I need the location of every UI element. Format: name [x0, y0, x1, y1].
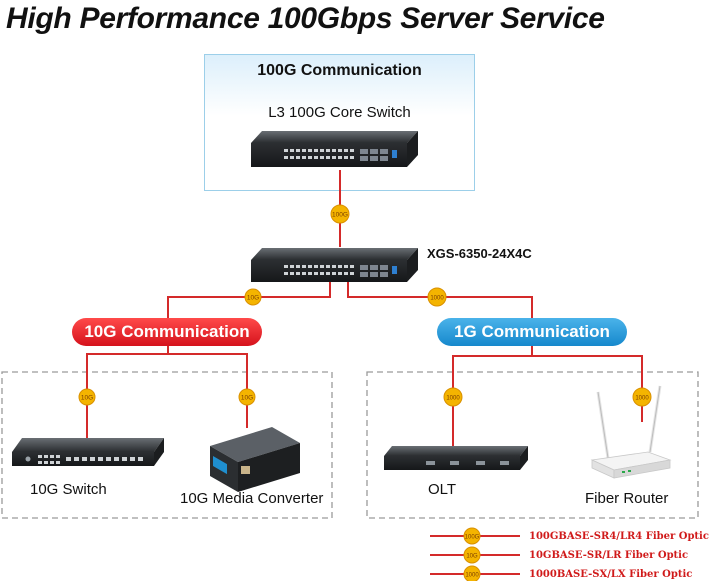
media-converter-device	[210, 427, 300, 492]
fiber-links	[86, 170, 643, 448]
diagram-title: High Performance 100Gbps Server Service	[6, 2, 605, 35]
badge-to-10g-switch: 10G	[78, 388, 96, 406]
ten-g-switch-label: 10G Switch	[30, 481, 107, 498]
core-section-title: 100G Communication	[257, 62, 422, 79]
legend-text-1000: 1000BASE-SX/LX Fiber Optic	[529, 569, 693, 580]
link-badges: 100G 10G 1000 10G 10G 1000 1000	[78, 204, 652, 407]
legend-symbol-1: 10G	[430, 546, 520, 564]
xgs-model-label: XGS-6350-24X4C	[427, 246, 532, 261]
legend-badge-0: 100G	[465, 535, 480, 541]
core-section-box	[204, 54, 475, 191]
legend-badge-2: 1000	[465, 573, 479, 579]
olt-label: OLT	[428, 481, 457, 498]
olt-device	[384, 446, 528, 470]
badge-to-fiber-router: 1000	[632, 387, 652, 407]
link-1g-fanout	[452, 355, 643, 448]
badge-to-10g-group-text: 10G	[247, 295, 259, 302]
fiber-router-label: Fiber Router	[585, 490, 669, 507]
legend-symbol-0: 100G	[430, 527, 520, 545]
badge-to-fiber-router-text: 1000	[635, 396, 649, 402]
core-switch-device	[251, 131, 418, 167]
badge-to-1g-group-text: 1000	[430, 296, 444, 302]
legend-symbol-2: 1000	[430, 565, 520, 581]
badge-to-media-converter: 10G	[238, 388, 256, 406]
badge-to-olt: 1000	[443, 387, 463, 407]
badge-core-uplink: 100G	[330, 204, 350, 224]
badge-to-media-converter-text: 10G	[241, 395, 253, 402]
legend-text-100g: 100GBASE-SR4/LR4 Fiber Optic	[529, 531, 709, 542]
fiber-router-device	[590, 385, 672, 479]
badge-to-10g-group: 10G	[244, 288, 262, 306]
ten-g-switch-device	[12, 438, 164, 466]
one-g-communication-label: 1G Communication	[437, 318, 627, 346]
badge-to-1g-group: 1000	[427, 287, 447, 307]
media-converter-label: 10G Media Converter	[180, 490, 324, 507]
badge-core-uplink-text: 100G	[332, 212, 348, 219]
legend-badge-1: 10G	[466, 554, 478, 560]
link-10g-fanout	[86, 353, 248, 445]
legend-text-10g: 10GBASE-SR/LR Fiber Optic	[529, 550, 689, 561]
core-switch-label: L3 100G Core Switch	[268, 104, 411, 121]
ten-g-communication-label: 10G Communication	[72, 318, 262, 346]
ten-g-area	[1, 371, 333, 519]
badge-to-olt-text: 1000	[446, 396, 460, 402]
xgs-6350-switch-device	[251, 248, 418, 282]
legend-symbols: 100G 10G 1000	[430, 527, 520, 581]
one-g-area	[366, 371, 699, 519]
badge-to-10g-switch-text: 10G	[81, 395, 93, 402]
